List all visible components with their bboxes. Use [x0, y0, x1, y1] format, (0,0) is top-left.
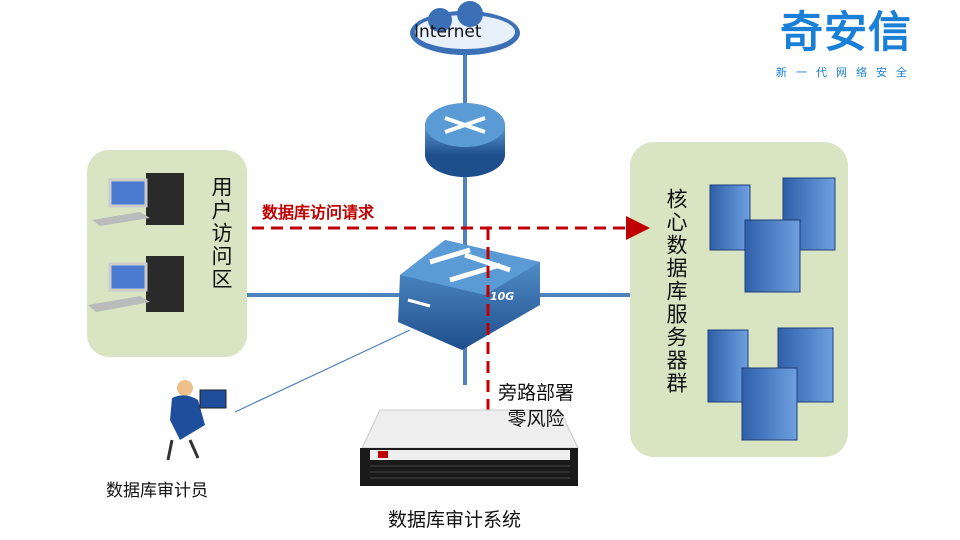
internet-cloud-icon — [410, 1, 520, 55]
bypass-line1: 旁路部署 — [498, 382, 575, 404]
request-path — [252, 216, 650, 442]
audit-system-label: 数据库审计系统 — [388, 509, 522, 531]
user-zone-label: 用户访问区 — [209, 176, 233, 291]
request-label: 数据库访问请求 — [262, 203, 375, 222]
bypass-label: 旁路部署 零风险 — [498, 380, 574, 432]
internet-label: Internet — [414, 22, 482, 42]
auditor-label: 数据库审计员 — [106, 481, 208, 501]
logo-tagline: 新一代网络安全 — [776, 66, 916, 79]
core-switch-icon — [398, 240, 540, 350]
auditor-icon — [166, 380, 227, 461]
router-icon — [425, 103, 505, 177]
user-pc-icon — [88, 256, 184, 312]
logo-name: 奇安信 — [780, 8, 912, 58]
switch-speed-label: 10G — [490, 290, 515, 303]
db-server-icons — [707, 177, 836, 441]
audit-appliance-icon — [360, 409, 579, 486]
auditor-link — [234, 329, 411, 413]
bypass-line2: 零风险 — [507, 408, 565, 430]
user-pc-icon — [92, 173, 184, 226]
server-zone-label: 核心数据库服务器群 — [664, 188, 688, 395]
brand-logo: 奇安信 新一代网络安全 — [776, 8, 916, 80]
